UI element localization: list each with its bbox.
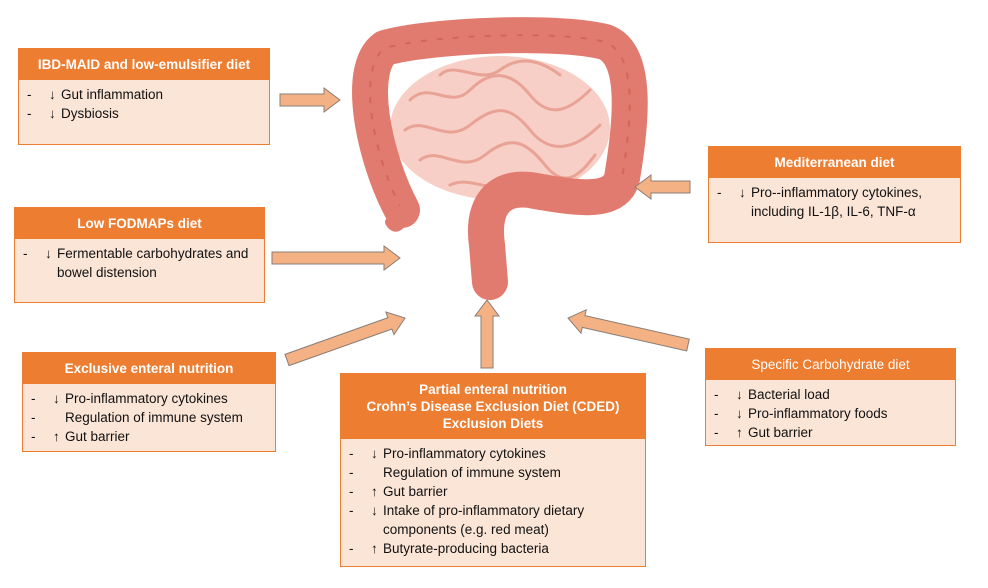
block-arrow — [474, 299, 500, 369]
arrow-up-icon: ↑ — [53, 429, 60, 444]
bullet-dash: - — [714, 406, 719, 421]
item-text: Butyrate-producing bacteria — [383, 541, 549, 556]
box-body: - ↓ Pro-inflammatory cytokines - Regulation … — [23, 384, 275, 451]
block-arrow — [634, 174, 691, 200]
bullet-dash: - — [31, 410, 36, 425]
bullet-dash: - — [714, 425, 719, 440]
item-text: Pro-inflammatory foods — [748, 406, 888, 421]
box-title: Specific Carbohydrate diet — [706, 349, 955, 380]
bullet-dash: - — [27, 106, 32, 121]
small-intestine — [390, 56, 610, 200]
item-text: Regulation of immune system — [65, 410, 243, 425]
list-item: - ↓ Intake of pro-inflammatory dietary com… — [349, 501, 637, 539]
item-text: Pro-inflammatory cytokines — [383, 446, 546, 461]
box-body: - ↓ Gut inflammation - ↓ Dysbiosis — [19, 80, 269, 128]
item-text: Pro--inflammatory cytokines, including I… — [751, 185, 923, 219]
list-item: - ↑ Gut barrier — [349, 482, 637, 501]
block-arrow — [567, 308, 690, 352]
small-intestine-folds — [403, 59, 602, 188]
bullet-dash: - — [23, 246, 28, 261]
box-title: IBD-MAID and low-emulsifier diet — [19, 49, 269, 80]
arrow-up-icon: ↑ — [371, 541, 378, 556]
item-text: Intake of pro-inflammatory dietary compo… — [383, 503, 585, 537]
block-arrow — [279, 87, 341, 113]
box-title: Mediterranean diet — [709, 147, 960, 178]
bullet-dash: - — [349, 541, 354, 556]
item-text: Gut barrier — [748, 425, 813, 440]
bullet-dash: - — [349, 503, 354, 518]
list-item: - ↓ Pro-inflammatory foods — [714, 404, 947, 423]
box-title: Partial enteral nutrition Crohn’s Diseas… — [341, 374, 645, 439]
list-item: - ↓ Pro-inflammatory cytokines — [31, 389, 267, 408]
item-text: Dysbiosis — [61, 106, 119, 121]
list-item: - Regulation of immune system — [349, 463, 637, 482]
box-low-fodmaps-diet: Low FODMAPs diet - ↓ Fermentable carbohydra… — [14, 207, 265, 303]
arrow-down-icon: ↓ — [49, 87, 56, 102]
appendix — [385, 205, 408, 232]
item-text: Regulation of immune system — [383, 465, 561, 480]
box-body: - ↓ Pro--inflammatory cytokines, including… — [709, 178, 960, 226]
arrow-down-icon: ↓ — [739, 185, 746, 200]
list-item: - ↓ Gut inflammation — [27, 85, 261, 104]
arrow-down-icon: ↓ — [53, 391, 60, 406]
bullet-dash: - — [349, 484, 354, 499]
list-item: - ↓ Pro--inflammatory cytokines, including… — [717, 183, 952, 221]
item-text: Fermentable carbohydrates and bowel dist… — [57, 246, 249, 280]
item-text: Gut barrier — [65, 429, 130, 444]
box-exclusive-enteral-nutrition: Exclusive enteral nutrition - ↓ Pro-inflamm… — [22, 352, 276, 452]
item-text: Gut barrier — [383, 484, 448, 499]
item-text: Pro-inflammatory cytokines — [65, 391, 228, 406]
box-title: Exclusive enteral nutrition — [23, 353, 275, 384]
arrow-down-icon: ↓ — [736, 406, 743, 421]
intestine-illustration — [352, 17, 648, 300]
list-item: - Regulation of immune system — [31, 408, 267, 427]
item-text: Bacterial load — [748, 387, 830, 402]
arrow-down-icon — [53, 408, 65, 427]
list-item: - ↑ Gut barrier — [714, 423, 947, 442]
list-item: - ↓ Pro-inflammatory cytokines — [349, 444, 637, 463]
arrow-down-icon: ↓ — [371, 446, 378, 461]
bullet-dash: - — [349, 446, 354, 461]
bullet-dash: - — [31, 391, 36, 406]
box-specific-carbohydrate-diet: Specific Carbohydrate diet - ↓ Bacterial lo… — [705, 348, 956, 446]
bullet-dash: - — [349, 465, 354, 480]
list-item: - ↓ Fermentable carbohydrates and bowel di… — [23, 244, 256, 282]
arrow-down-icon: ↓ — [49, 106, 56, 121]
box-body: - ↓ Bacterial load - ↓ Pro-inflammatory foods… — [706, 380, 955, 447]
bullet-dash: - — [717, 185, 722, 200]
box-partial-enteral-nutrition: Partial enteral nutrition Crohn’s Diseas… — [340, 373, 646, 567]
list-item: - ↑ Butyrate-producing bacteria — [349, 539, 637, 558]
block-arrow — [284, 311, 406, 367]
list-item: - ↑ Gut barrier — [31, 427, 267, 446]
arrow-down-icon: ↓ — [371, 503, 378, 518]
box-title: Low FODMAPs diet — [15, 208, 264, 239]
box-mediterranean-diet: Mediterranean diet - ↓ Pro--inflammatory cy… — [708, 146, 961, 243]
arrow-down-icon: ↓ — [45, 246, 52, 261]
arrow-up-icon: ↑ — [736, 425, 743, 440]
list-item: - ↓ Dysbiosis — [27, 104, 261, 123]
arrow-down-icon: ↓ — [736, 387, 743, 402]
box-body: - ↓ Fermentable carbohydrates and bowel di… — [15, 239, 264, 287]
box-body: - ↓ Pro-inflammatory cytokines - Regulation … — [341, 439, 645, 563]
bullet-dash: - — [714, 387, 719, 402]
arrow-up-icon: ↑ — [371, 484, 378, 499]
list-item: - ↓ Bacterial load — [714, 385, 947, 404]
item-text: Gut inflammation — [61, 87, 164, 102]
arrow-down-icon — [371, 463, 383, 482]
bullet-dash: - — [27, 87, 32, 102]
bullet-dash: - — [31, 429, 36, 444]
box-ibd-maid-diet: IBD-MAID and low-emulsifier diet - ↓ Gut in… — [18, 48, 270, 145]
block-arrow — [271, 245, 401, 271]
